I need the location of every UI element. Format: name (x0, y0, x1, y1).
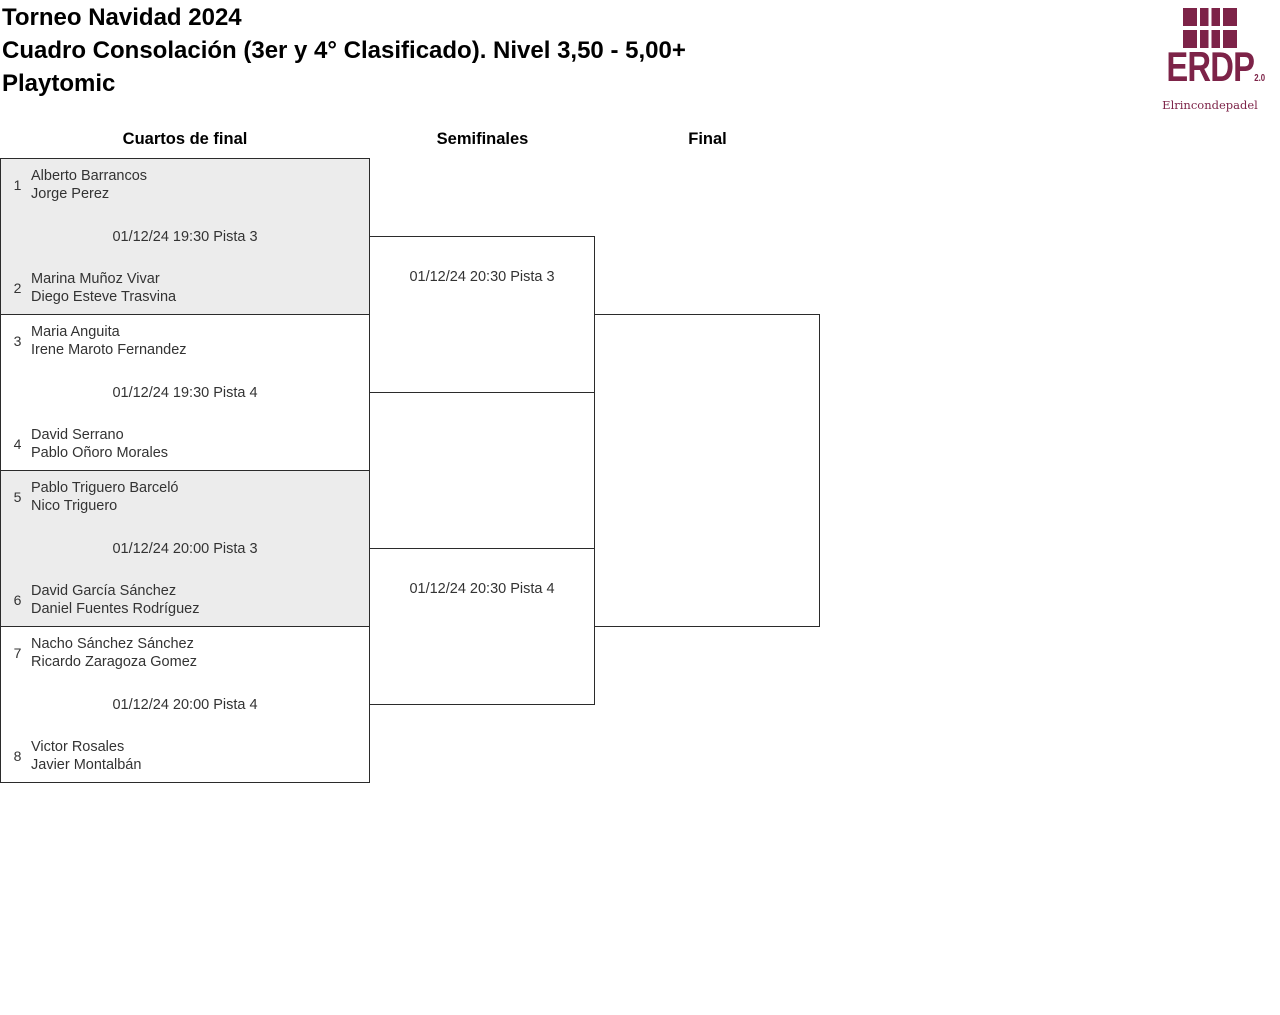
match-datetime: 01/12/24 20:30 Pista 4 (409, 581, 555, 597)
player-name: Victor Rosales (31, 739, 125, 755)
seed-number: 8 (13, 748, 22, 764)
erdp-logo: ERDP2.0 Elrincondepadel (1154, 8, 1266, 112)
round-header-semifinales: Semifinales (436, 130, 529, 148)
match-datetime: 01/12/24 20:00 Pista 3 (112, 540, 258, 557)
player-name: Pablo Triguero Barceló (31, 480, 179, 496)
match-box-qf3[interactable]: 5 Pablo Triguero Barceló Nico Triguero 0… (0, 470, 370, 627)
team-row: 6 David García Sánchez Daniel Fuentes Ro… (11, 582, 359, 618)
player-name: Maria Anguita (31, 324, 120, 340)
team-players: Alberto Barrancos Jorge Perez (31, 167, 147, 203)
logo-version: 2.0 (1254, 73, 1266, 84)
player-name: Diego Esteve Trasvina (31, 289, 177, 305)
player-name: Marina Muñoz Vivar (31, 271, 160, 287)
round-header-final: Final (688, 130, 727, 148)
match-box-final[interactable] (594, 314, 820, 627)
player-name: Pablo Oñoro Morales (31, 445, 169, 461)
match-box-sf1[interactable]: 01/12/24 20:30 Pista 3 (369, 236, 595, 393)
team-players: Nacho Sánchez Sánchez Ricardo Zaragoza G… (31, 635, 197, 671)
tournament-name: Torneo Navidad 2024 (2, 4, 242, 31)
platform-name: Playtomic (2, 70, 116, 97)
padel-court-icon (1183, 8, 1237, 48)
round-header-cuartos-de-final: Cuartos de final (122, 130, 248, 148)
seed-number: 7 (13, 645, 22, 661)
match-box-sf2[interactable]: 01/12/24 20:30 Pista 4 (369, 548, 595, 705)
match-datetime: 01/12/24 19:30 Pista 3 (112, 228, 258, 245)
team-row: 7 Nacho Sánchez Sánchez Ricardo Zaragoza… (11, 635, 359, 671)
seed-number: 3 (13, 333, 22, 349)
team-players: Victor Rosales Javier Montalbán (31, 738, 141, 774)
logo-club-name: Elrincondepadel (1162, 98, 1258, 112)
team-players: David Serrano Pablo Oñoro Morales (31, 426, 168, 462)
match-box-qf1[interactable]: 1 Alberto Barrancos Jorge Perez 01/12/24… (0, 158, 370, 315)
player-name: Javier Montalbán (31, 757, 142, 773)
team-row: 3 Maria Anguita Irene Maroto Fernandez (11, 323, 359, 359)
team-players: Pablo Triguero Barceló Nico Triguero (31, 479, 179, 515)
match-datetime: 01/12/24 19:30 Pista 4 (112, 384, 258, 401)
seed-number: 1 (13, 177, 22, 193)
player-name: Ricardo Zaragoza Gomez (31, 654, 198, 670)
player-name: David Serrano (31, 427, 124, 443)
match-datetime: 01/12/24 20:00 Pista 4 (112, 696, 258, 713)
player-name: Nico Triguero (31, 498, 118, 514)
match-box-qf4[interactable]: 7 Nacho Sánchez Sánchez Ricardo Zaragoza… (0, 626, 370, 783)
seed-number: 5 (13, 489, 22, 505)
logo-acronym: ERDP2.0 (1166, 43, 1266, 90)
player-name: Jorge Perez (31, 186, 110, 202)
player-name: Alberto Barrancos (31, 168, 148, 184)
bracket-subtitle: Cuadro Consolación (3er y 4° Clasificado… (2, 37, 686, 64)
team-row: 5 Pablo Triguero Barceló Nico Triguero (11, 479, 359, 515)
team-row: 4 David Serrano Pablo Oñoro Morales (11, 426, 359, 462)
team-row: 8 Victor Rosales Javier Montalbán (11, 738, 359, 774)
player-name: Nacho Sánchez Sánchez (31, 636, 194, 652)
team-players: David García Sánchez Daniel Fuentes Rodr… (31, 582, 199, 618)
match-box-qf2[interactable]: 3 Maria Anguita Irene Maroto Fernandez 0… (0, 314, 370, 471)
match-datetime: 01/12/24 20:30 Pista 3 (409, 269, 555, 285)
team-row: 2 Marina Muñoz Vivar Diego Esteve Trasvi… (11, 270, 359, 306)
seed-number: 6 (13, 592, 22, 608)
seed-number: 4 (13, 436, 22, 452)
player-name: David García Sánchez (31, 583, 177, 599)
player-name: Irene Maroto Fernandez (31, 342, 187, 358)
seed-number: 2 (13, 280, 22, 296)
player-name: Daniel Fuentes Rodríguez (31, 601, 200, 617)
page-title: Torneo Navidad 2024 Cuadro Consolación (… (2, 1, 686, 100)
team-players: Maria Anguita Irene Maroto Fernandez (31, 323, 187, 359)
team-players: Marina Muñoz Vivar Diego Esteve Trasvina (31, 270, 176, 306)
team-row: 1 Alberto Barrancos Jorge Perez (11, 167, 359, 203)
